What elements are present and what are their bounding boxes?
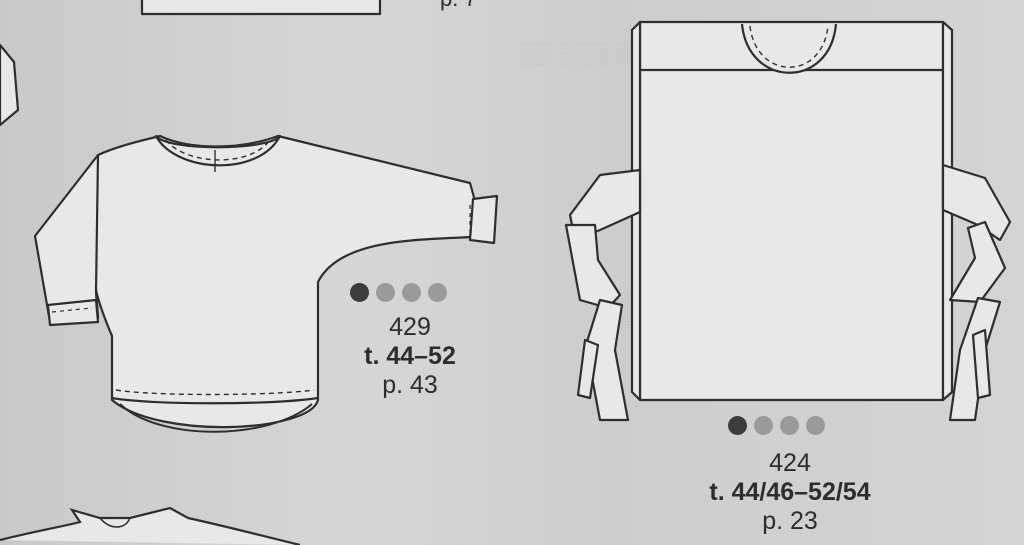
color-swatch xyxy=(728,416,747,435)
page-reference: p. 23 xyxy=(762,506,818,535)
tunic-424-drawing xyxy=(564,20,1012,422)
sweater-429-drawing xyxy=(33,134,499,433)
color-swatch xyxy=(402,283,421,302)
page-reference: p. 43 xyxy=(382,370,438,399)
color-swatch xyxy=(754,416,773,435)
model-number: 429 xyxy=(389,313,431,341)
top-page-reference: p. 7 xyxy=(440,0,477,12)
size-range: t. 44–52 xyxy=(364,341,456,370)
partial-drawing-bottom xyxy=(0,506,300,545)
model-424-caption: 424 t. 44/46–52/54 p. 23 xyxy=(680,449,900,535)
color-swatch xyxy=(376,283,395,302)
model-number: 424 xyxy=(769,449,811,477)
color-swatches-429 xyxy=(350,283,447,302)
color-swatch xyxy=(806,416,825,435)
partial-drawing-left xyxy=(0,43,20,127)
color-swatch xyxy=(350,283,369,302)
partial-drawing-top xyxy=(140,0,382,16)
model-429-caption: 429 t. 44–52 p. 43 xyxy=(340,313,480,399)
color-swatch xyxy=(428,283,447,302)
color-swatches-424 xyxy=(728,416,825,435)
color-swatch xyxy=(780,416,799,435)
size-range: t. 44/46–52/54 xyxy=(709,477,871,506)
